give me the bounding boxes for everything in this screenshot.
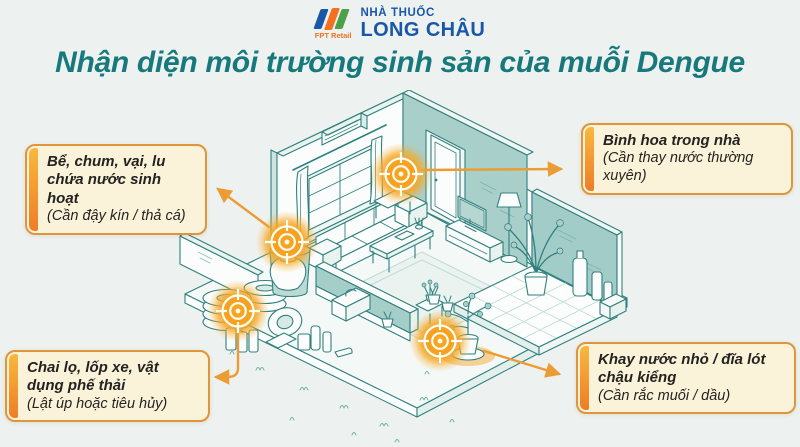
callout-note: (Cần rắc muối / dầu) — [598, 387, 731, 404]
callout-top-left: Bể, chum, vại, lu chứa nước sinh hoạt (C… — [25, 144, 207, 235]
tv-console — [445, 192, 522, 264]
brand-header: FPT Retail NHÀ THUỐC LONG CHÂU — [0, 7, 800, 41]
toolbox — [331, 287, 371, 322]
fpt-retail-logo-icon: FPT Retail — [313, 7, 352, 40]
connector-bottom-right — [482, 349, 562, 378]
balcony-plant — [504, 213, 564, 296]
connector-bottom-left — [213, 332, 240, 385]
callout-bottom-right: Khay nước nhỏ / đĩa lót chậu kiểng (Cần … — [576, 342, 796, 415]
small-pots — [381, 286, 454, 328]
callout-heading: Bể, chum, vại, lu chứa nước sinh hoạt — [47, 153, 166, 207]
connector-arrows — [213, 161, 564, 385]
callout-heading: Bình hoa trong nhà — [603, 132, 741, 149]
callout-heading: Chai lọ, lốp xe, vật dụng phế thải — [27, 359, 159, 395]
pharmacy-name: NHÀ THUỐC LONG CHÂU — [360, 7, 485, 41]
coffee-table — [369, 217, 434, 273]
pharmacy-name-line2: LONG CHÂU — [360, 19, 486, 42]
callout-top-right: Bình hoa trong nhà (Cần thay nước thường… — [581, 123, 793, 195]
callout-bottom-left: Chai lọ, lốp xe, vật dụng phế thải (Lật … — [5, 350, 210, 423]
callout-note: (Lật úp hoặc tiêu hủy) — [27, 395, 168, 412]
floor-lamp — [496, 192, 522, 264]
room-scene — [179, 90, 628, 443]
target-marker-vase — [370, 143, 432, 205]
page-title: Nhận diện môi trường sinh sản của muỗi D… — [55, 46, 745, 79]
connector-top-right — [420, 161, 564, 177]
fpt-retail-label: FPT Retail — [314, 31, 352, 40]
callout-heading: Khay nước nhỏ / đĩa lót chậu kiểng — [598, 351, 766, 387]
hotspot-markers — [207, 143, 471, 372]
callout-accent-bar — [29, 148, 38, 231]
fpt-logo-bars-icon — [313, 8, 351, 30]
target-marker-tires — [207, 280, 269, 342]
callout-note: (Cần đậy kín / thả cá) — [47, 207, 186, 224]
callout-accent-bar — [585, 127, 594, 191]
door-wall — [402, 90, 534, 268]
connector-top-left — [216, 187, 271, 229]
pharmacy-name-line1: NHÀ THUỐC — [360, 7, 435, 19]
balcony-bottles — [572, 250, 627, 320]
room-illustration — [179, 90, 628, 443]
tv — [457, 195, 487, 232]
air-conditioner — [321, 112, 368, 146]
target-marker-plant-saucer — [409, 310, 471, 372]
callout-accent-bar — [9, 354, 18, 419]
grass — [229, 351, 455, 443]
callout-note: (Cần thay nước thường xuyên) — [603, 150, 754, 184]
target-marker-water-jar — [256, 211, 318, 273]
tiled-floor — [453, 265, 618, 356]
callout-accent-bar — [580, 346, 589, 411]
